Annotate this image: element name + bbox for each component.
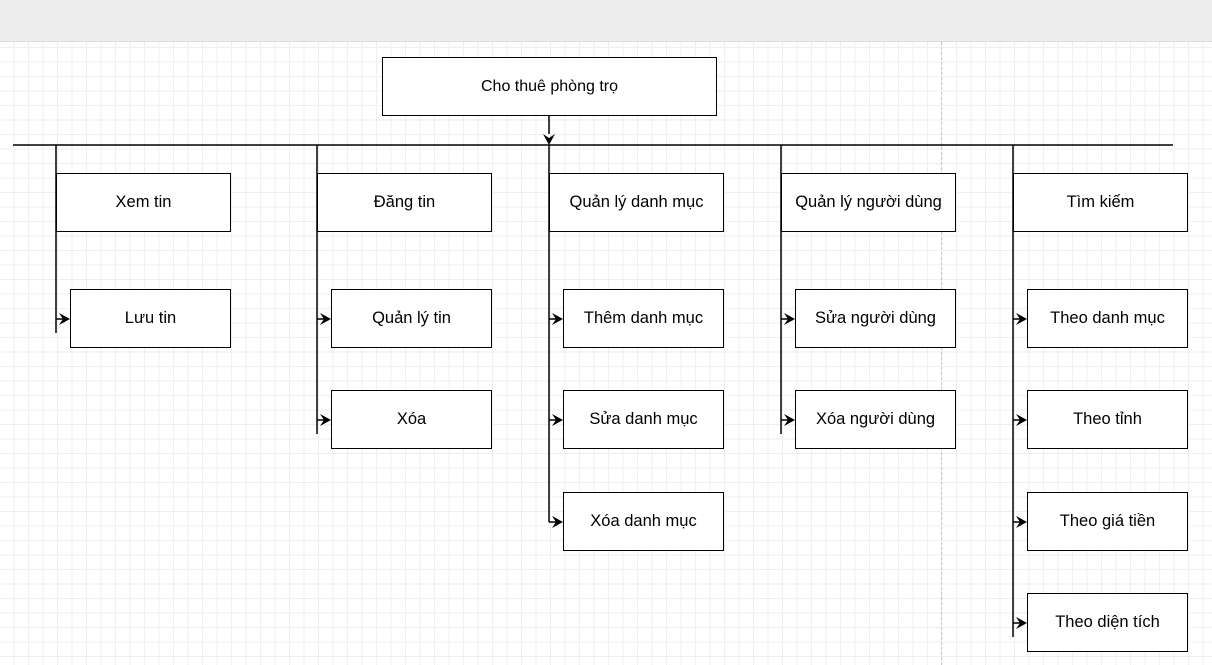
leaf-node-theo-dien-tich[interactable]: Theo diện tích <box>1027 593 1188 652</box>
child-connector-arrow <box>320 414 331 426</box>
branch-node-quan-ly-danh-muc[interactable]: Quản lý danh mục <box>549 173 724 232</box>
branch-node-dang-tin[interactable]: Đăng tin <box>317 173 492 232</box>
branch-node-quan-ly-nguoi-dung[interactable]: Quản lý người dùng <box>781 173 956 232</box>
child-connector-arrow <box>1016 617 1027 629</box>
child-connector-arrow <box>1016 516 1027 528</box>
leaf-node-xoa-nguoi-dung[interactable]: Xóa người dùng <box>795 390 956 449</box>
leaf-label: Quản lý tin <box>372 309 451 327</box>
diagram-canvas[interactable]: Cho thuê phòng trọ Xem tin Lưu tin Đăng … <box>0 42 1212 665</box>
root-connector-arrow <box>543 134 555 145</box>
leaf-node-sua-nguoi-dung[interactable]: Sửa người dùng <box>795 289 956 348</box>
leaf-label: Theo danh mục <box>1050 309 1165 327</box>
leaf-label: Theo tỉnh <box>1073 410 1142 428</box>
root-node[interactable]: Cho thuê phòng trọ <box>382 57 717 116</box>
child-connector-arrow <box>1016 313 1027 325</box>
leaf-node-xoa[interactable]: Xóa <box>331 390 492 449</box>
child-connector-arrow <box>552 516 563 528</box>
leaf-label: Lưu tin <box>124 309 177 327</box>
child-connector-arrow <box>552 313 563 325</box>
leaf-node-luu-tin[interactable]: Lưu tin <box>70 289 231 348</box>
leaf-label: Xóa danh mục <box>590 512 697 530</box>
leaf-node-quan-ly-tin[interactable]: Quản lý tin <box>331 289 492 348</box>
leaf-label: Thêm danh mục <box>583 309 704 327</box>
branch-label: Đăng tin <box>373 193 436 211</box>
child-connector-arrow <box>552 414 563 426</box>
leaf-label: Sửa danh mục <box>589 410 698 428</box>
branch-label: Tìm kiếm <box>1066 193 1135 211</box>
leaf-label: Theo diện tích <box>1055 613 1160 631</box>
leaf-node-theo-danh-muc[interactable]: Theo danh mục <box>1027 289 1188 348</box>
child-connector-arrow <box>1016 414 1027 426</box>
branch-label: Quản lý người dùng <box>795 193 942 211</box>
leaf-label: Xóa <box>396 410 427 428</box>
leaf-node-theo-gia-tien[interactable]: Theo giá tiền <box>1027 492 1188 551</box>
leaf-label: Theo giá tiền <box>1059 512 1156 530</box>
leaf-node-them-danh-muc[interactable]: Thêm danh mục <box>563 289 724 348</box>
child-connector-arrow <box>784 414 795 426</box>
branch-label: Quản lý danh mục <box>569 193 704 211</box>
leaf-label: Xóa người dùng <box>815 410 936 428</box>
root-label: Cho thuê phòng trọ <box>481 77 618 95</box>
child-connector-arrow <box>59 313 70 325</box>
leaf-node-xoa-danh-muc[interactable]: Xóa danh mục <box>563 492 724 551</box>
editor-toolbar <box>0 0 1212 42</box>
connector-layer <box>13 116 1173 637</box>
leaf-label: Sửa người dùng <box>815 309 936 327</box>
branch-label: Xem tin <box>115 193 172 211</box>
branch-node-xem-tin[interactable]: Xem tin <box>56 173 231 232</box>
leaf-node-theo-tinh[interactable]: Theo tỉnh <box>1027 390 1188 449</box>
child-connector-arrow <box>784 313 795 325</box>
child-connector-arrow <box>320 313 331 325</box>
page-break-line <box>941 42 942 665</box>
branch-node-tim-kiem[interactable]: Tìm kiếm <box>1013 173 1188 232</box>
leaf-node-sua-danh-muc[interactable]: Sửa danh mục <box>563 390 724 449</box>
